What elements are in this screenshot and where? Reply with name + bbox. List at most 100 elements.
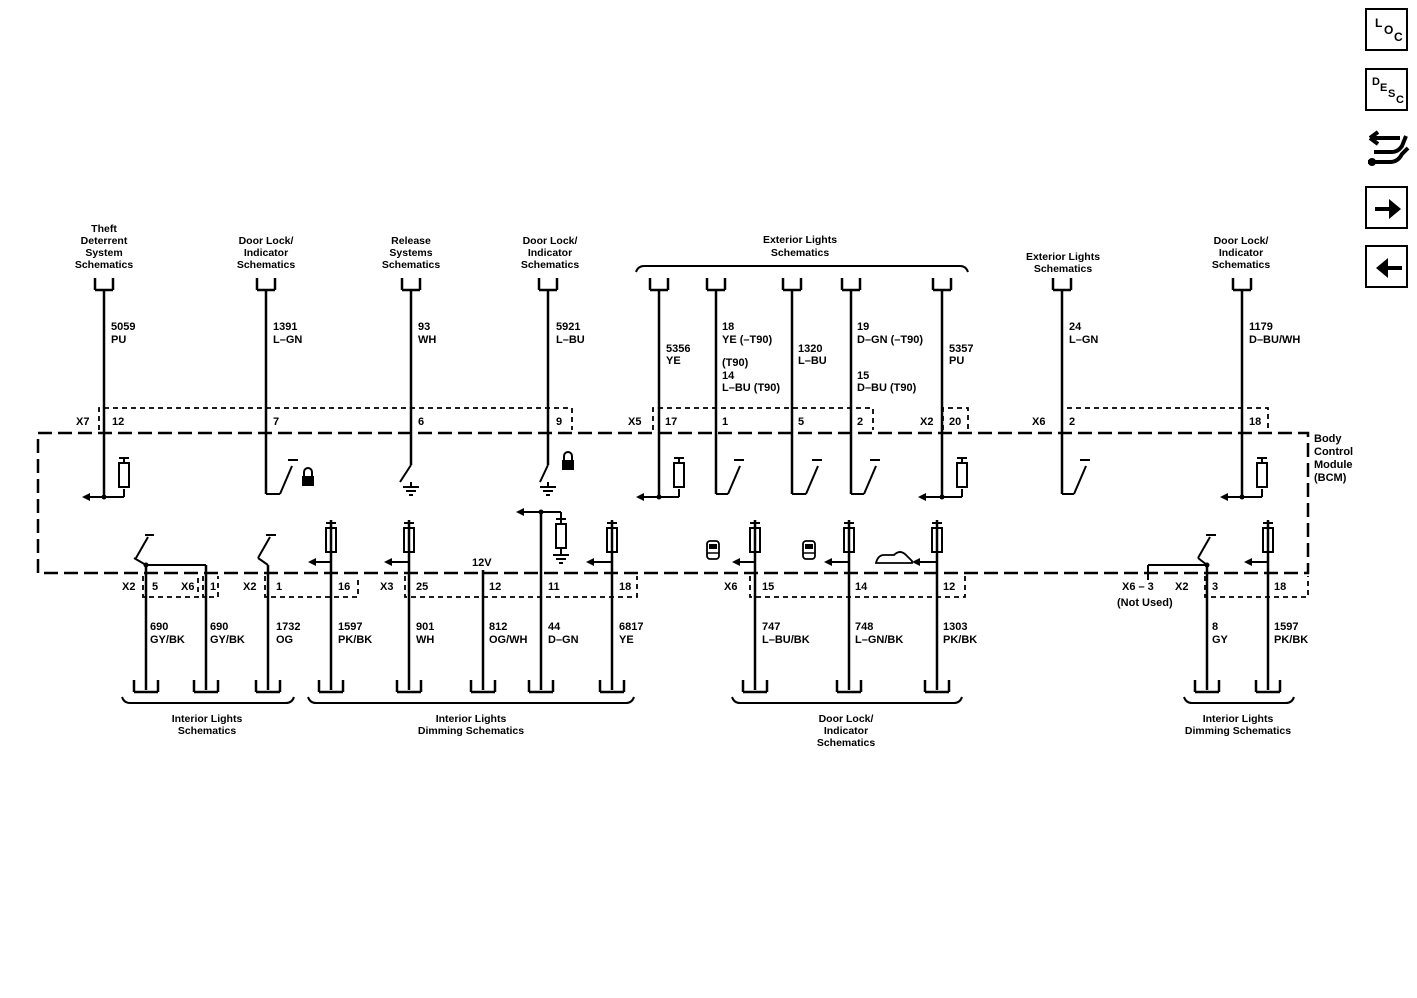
svg-text:Release: Release [391,235,431,247]
svg-text:Door Lock/: Door Lock/ [523,235,578,247]
svg-text:14: 14 [855,581,868,593]
arrow-left-icon [1376,258,1402,278]
svg-text:7: 7 [273,416,279,428]
svg-text:2: 2 [857,416,863,428]
svg-text:11: 11 [548,581,560,593]
svg-text:Schematics: Schematics [521,259,580,271]
svg-text:19: 19 [857,321,869,333]
svg-text:1732: 1732 [276,621,300,633]
svg-text:X6: X6 [1032,416,1045,428]
unlock-icon [561,451,575,471]
svg-text:1: 1 [276,581,282,593]
lock-icon [301,467,315,487]
svg-text:Dimming Schematics: Dimming Schematics [1185,725,1291,737]
svg-text:D–BU (T90): D–BU (T90) [857,382,917,394]
trunk-car-icon [874,551,913,564]
door-ajar-icon [706,540,720,560]
svg-text:Door Lock/: Door Lock/ [239,235,294,247]
svg-text:6817: 6817 [619,621,643,633]
svg-text:Deterrent: Deterrent [81,235,128,247]
svg-text:GY/BK: GY/BK [150,634,185,646]
svg-text:93: 93 [418,321,430,333]
svg-text:1179: 1179 [1249,321,1273,333]
svg-text:812: 812 [489,621,507,633]
top-internal-circuits [88,459,1263,498]
svg-text:YE: YE [666,355,681,367]
svg-text:C: C [1396,94,1404,106]
svg-text:25: 25 [416,581,428,593]
svg-text:12: 12 [112,416,124,428]
svg-text:(Not Used): (Not Used) [1117,597,1173,609]
svg-text:PK/BK: PK/BK [943,634,977,646]
svg-text:Interior Lights: Interior Lights [1203,713,1274,725]
svg-text:X2: X2 [920,416,933,428]
svg-text:X7: X7 [76,416,89,428]
bottom-brackets [121,696,1295,704]
svg-text:X6 – 3: X6 – 3 [1122,581,1154,593]
svg-text:Schematics: Schematics [178,725,237,737]
svg-text:E: E [1380,82,1387,94]
bottom-internal-symbols [143,508,1274,568]
svg-text:Schematics: Schematics [237,259,296,271]
svg-text:YE: YE [619,634,634,646]
svg-text:18: 18 [1274,581,1286,593]
connector-x2b-bottom-box [264,576,359,598]
svg-text:WH: WH [416,634,434,646]
connector-x6-box [1061,407,1269,430]
svg-text:Interior Lights: Interior Lights [172,713,243,725]
svg-text:Schematics: Schematics [771,247,830,259]
top-wires [102,290,1244,497]
svg-text:17: 17 [665,416,677,428]
bottom-reference-labels: Interior Lights Schematics Interior Ligh… [172,713,1292,749]
svg-text:X2: X2 [122,581,135,593]
connector-x3-bottom-box [404,576,638,598]
svg-text:8: 8 [1212,621,1218,633]
svg-text:Dimming Schematics: Dimming Schematics [418,725,524,737]
svg-text:L: L [1375,16,1382,30]
svg-text:Exterior Lights: Exterior Lights [763,234,837,246]
connector-x6b-bottom-box [749,576,966,598]
svg-text:System: System [85,247,122,259]
svg-text:D–GN: D–GN [548,634,579,646]
svg-text:5921: 5921 [556,321,580,333]
svg-text:5: 5 [152,581,158,593]
svg-text:Body: Body [1314,433,1342,445]
svg-text:Indicator: Indicator [528,247,572,259]
loc-button[interactable]: L O C [1365,8,1408,51]
door-lock-bottom-ref-line3: Schematics [817,737,876,749]
svg-text:901: 901 [416,621,434,633]
next-button[interactable] [1365,186,1408,229]
svg-text:Door Lock/: Door Lock/ [1214,235,1269,247]
previous-button[interactable] [1365,245,1408,288]
svg-text:Interior Lights: Interior Lights [436,713,507,725]
loc-icon: L O C [1375,16,1403,44]
svg-text:Indicator: Indicator [824,725,868,737]
svg-text:16: 16 [338,581,350,593]
svg-text:C: C [1394,30,1403,44]
svg-text:L–BU: L–BU [556,334,585,346]
svg-text:Indicator: Indicator [1219,247,1263,259]
svg-text:748: 748 [855,621,873,633]
svg-text:1: 1 [210,581,216,593]
connector-view-button[interactable] [1364,122,1412,174]
svg-text:1597: 1597 [338,621,362,633]
top-connector-plugs [93,276,1253,292]
svg-text:Control: Control [1314,446,1353,458]
top-reference-labels: Theft Deterrent System Schematics Door L… [75,223,1271,275]
svg-text:PU: PU [111,334,126,346]
svg-text:L–GN/BK: L–GN/BK [855,634,903,646]
svg-text:15: 15 [762,581,774,593]
bcm-module-outline [36,431,1310,575]
svg-text:Module: Module [1314,459,1353,471]
svg-text:D: D [1372,76,1380,88]
desc-icon: D E S C [1372,76,1404,106]
svg-text:L–GN: L–GN [273,334,302,346]
door-ajar-icon [802,540,816,560]
bottom-connector-plugs [132,678,1282,694]
svg-text:OG: OG [276,634,293,646]
svg-text:PU: PU [949,355,964,367]
desc-button[interactable]: D E S C [1365,68,1408,111]
svg-text:Indicator: Indicator [244,247,288,259]
svg-text:18: 18 [1249,416,1261,428]
svg-text:O: O [1384,23,1393,37]
